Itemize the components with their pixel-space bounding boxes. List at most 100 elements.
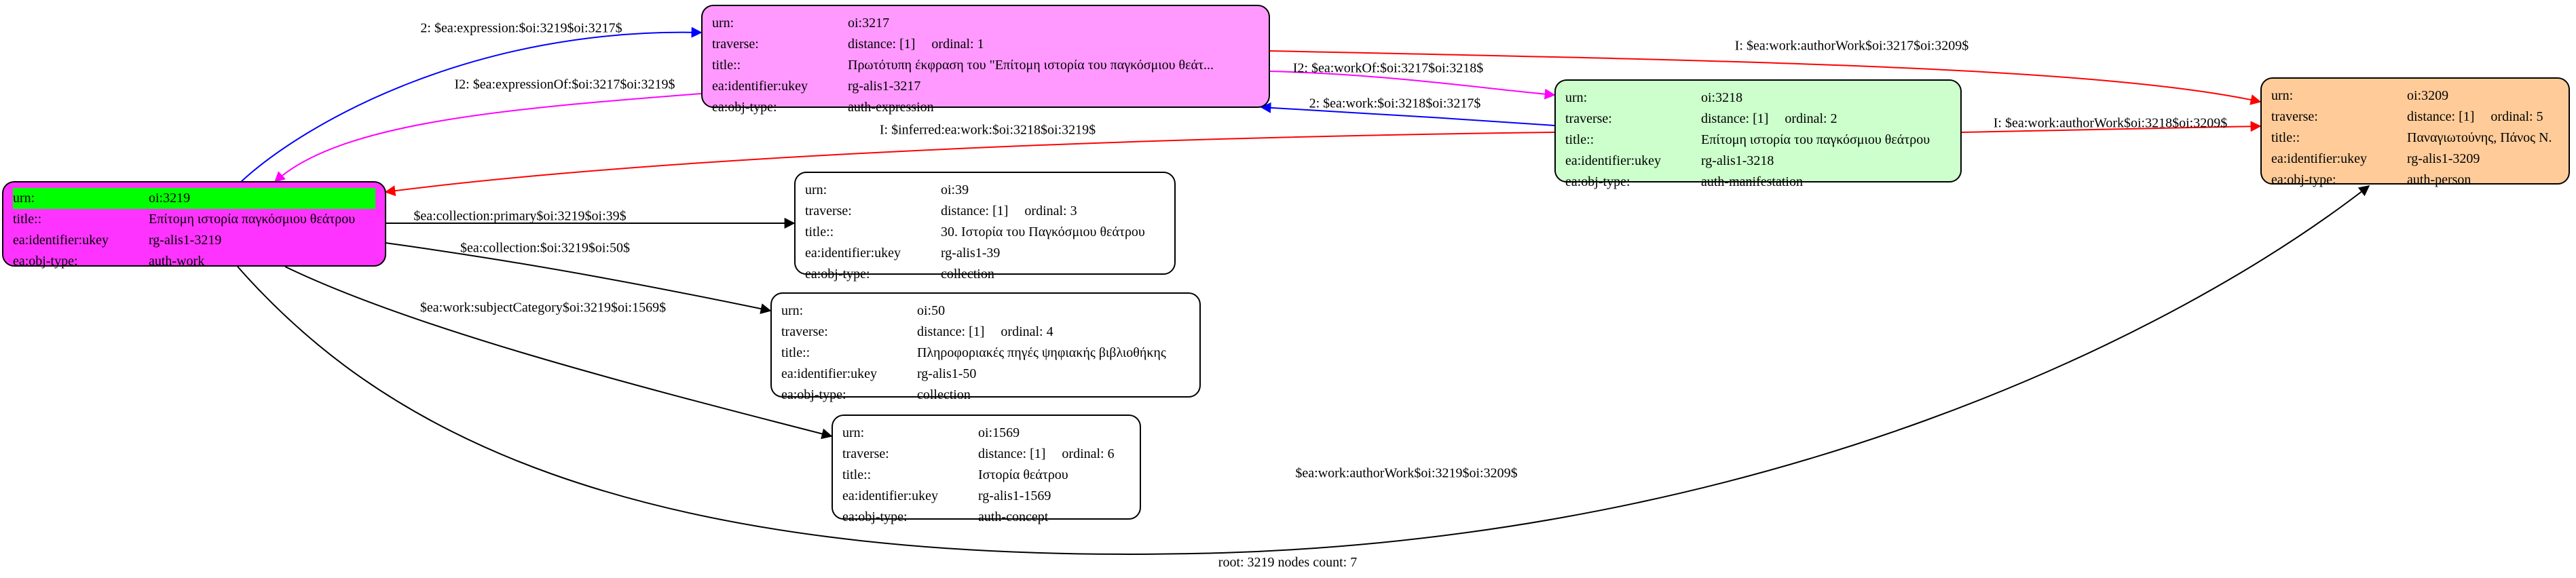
ukey-value: rg-alis1-3218	[1701, 153, 1774, 168]
urn-value: oi:1569	[978, 425, 1020, 440]
title-value: Παναγιωτούνης, Πάνος Ν.	[2407, 130, 2552, 145]
ukey-key: ea:identifier:ukey	[781, 366, 878, 381]
distance-value: distance: [1]	[2407, 109, 2475, 124]
graph-footer: root: 3219 nodes count: 7	[1218, 555, 1358, 570]
node-urn-row: urn: oi:3219	[13, 188, 375, 209]
edge-label-inferred-work: I: $inferred:ea:work:$oi:3218$oi:3219$	[879, 122, 1096, 138]
urn-value: oi:3219	[149, 188, 375, 209]
node-title-row: title:: Επίτομη ιστορία παγκόσμιου θεάτρ…	[13, 209, 375, 230]
node-title-row: title:: Ιστορία θεάτρου	[842, 465, 1130, 486]
type-value: collection	[941, 267, 994, 282]
node-title-row: title:: Πληροφοριακές πηγές ψηφιακής βιβ…	[781, 343, 1190, 364]
ukey-value: rg-alis1-3217	[848, 79, 921, 94]
node-urn-row: urn: oi:1569	[842, 423, 1130, 444]
node-type-row: ea:obj-type: auth-work	[13, 251, 375, 272]
node-3218[interactable]: urn: oi:3218 traverse: distance: [1]ordi…	[1554, 79, 1962, 189]
ukey-value: rg-alis1-39	[941, 246, 1001, 261]
distance-value: distance: [1]	[1701, 111, 1769, 126]
type-key: ea:obj-type:	[712, 100, 777, 115]
type-value: auth-manifestation	[1701, 174, 1803, 189]
node-type-row: ea:obj-type: auth-manifestation	[1565, 172, 1951, 193]
edge-expression-3219-3217	[240, 26, 703, 182]
edge-authorWork-3219-3209	[237, 185, 2370, 555]
node-39[interactable]: urn: oi:39 traverse: distance: [1]ordina…	[794, 172, 1176, 282]
node-urn-row: urn: oi:50	[781, 301, 1190, 322]
type-key: ea:obj-type:	[842, 509, 908, 524]
type-value: auth-person	[2407, 172, 2471, 187]
type-key: ea:obj-type:	[2271, 172, 2336, 187]
urn-value: oi:39	[941, 182, 969, 197]
node-type-row: ea:obj-type: auth-concept	[842, 507, 1130, 528]
node-3217[interactable]: urn: oi:3217 traverse: distance: [1]ordi…	[701, 5, 1270, 115]
ukey-key: ea:identifier:ukey	[842, 488, 939, 503]
ukey-key: ea:identifier:ukey	[805, 246, 901, 261]
title-key: title::	[712, 58, 741, 73]
edge-workOf-3217-3218	[1269, 71, 1556, 100]
urn-key: urn:	[805, 182, 827, 197]
edge-label-collection-primary: $ea:collection:primary$oi:3219$oi:39$	[413, 208, 627, 224]
edge-label-subjectCategory: $ea:work:subjectCategory$oi:3219$oi:1569…	[419, 300, 667, 315]
urn-value: oi:50	[917, 303, 946, 318]
type-value: auth-concept	[978, 509, 1049, 524]
title-value: Πληροφοριακές πηγές ψηφιακής βιβλιοθήκης	[917, 345, 1166, 360]
urn-value: oi:3218	[1701, 90, 1743, 105]
title-key: title::	[842, 467, 872, 482]
traverse-key: traverse:	[781, 324, 828, 339]
traverse-key: traverse:	[712, 37, 759, 52]
urn-key: urn:	[2271, 88, 2294, 103]
node-traverse-row: traverse: distance: [1]ordinal: 1	[712, 34, 1259, 55]
ukey-key: ea:identifier:ukey	[712, 79, 808, 94]
urn-value: oi:3217	[848, 16, 890, 31]
distance-value: distance: [1]	[941, 204, 1009, 218]
node-1569[interactable]: urn: oi:1569 traverse: distance: [1]ordi…	[832, 415, 1141, 524]
node-ukey-row: ea:identifier:ukey rg-alis1-3219	[13, 230, 375, 251]
ukey-key: ea:identifier:ukey	[2271, 151, 2368, 166]
title-value: Επίτομη ιστορία του παγκόσμιου θεάτρου	[1701, 132, 1930, 147]
node-traverse-row: traverse: distance: [1]ordinal: 6	[842, 444, 1130, 465]
edge-expressionOf-3217-3219	[274, 93, 702, 183]
node-root-3219[interactable]: urn: oi:3219 title:: Επίτομη ιστορία παγ…	[2, 181, 386, 269]
traverse-key: traverse:	[805, 204, 852, 218]
node-urn-row: urn: oi:3209	[2271, 85, 2559, 107]
urn-key: urn:	[1565, 90, 1588, 105]
traverse-key: traverse:	[2271, 109, 2318, 124]
node-traverse-row: traverse: distance: [1]ordinal: 2	[1565, 109, 1951, 130]
edge-label-work: 2: $ea:work:$oi:3218$oi:3217$	[1309, 96, 1481, 111]
ukey-value: rg-alis1-3219	[149, 233, 222, 248]
title-key: title::	[1565, 132, 1594, 147]
node-urn-row: urn: oi:3217	[712, 13, 1259, 34]
node-ukey-row: ea:identifier:ukey rg-alis1-39	[805, 243, 1165, 264]
urn-key: urn:	[13, 188, 149, 209]
urn-value: oi:3209	[2407, 88, 2449, 103]
node-3209[interactable]: urn: oi:3209 traverse: distance: [1] ordi…	[2260, 77, 2570, 187]
node-traverse-row: traverse: distance: [1]ordinal: 4	[781, 322, 1190, 343]
node-ukey-row: ea:identifier:ukey rg-alis1-3218	[1565, 151, 1951, 172]
node-ukey-row: ea:identifier:ukey rg-alis1-3209	[2271, 149, 2559, 170]
node-title-row: title:: Επίτομη ιστορία του παγκόσμιου θ…	[1565, 130, 1951, 151]
node-traverse-row: traverse: distance: [1] ordinal: 5	[2271, 107, 2559, 128]
type-key: ea:obj-type:	[781, 387, 846, 402]
node-50[interactable]: urn: oi:50 traverse: distance: [1]ordina…	[770, 292, 1201, 402]
ordinal-value: ordinal: 4	[1001, 324, 1053, 339]
node-ukey-row: ea:identifier:ukey rg-alis1-1569	[842, 486, 1130, 507]
title-key: title::	[781, 345, 810, 360]
node-urn-row: urn: oi:39	[805, 180, 1165, 201]
node-traverse-row: traverse: distance: [1]ordinal: 3	[805, 201, 1165, 222]
type-value: auth-expression	[848, 100, 934, 115]
node-urn-row: urn: oi:3218	[1565, 88, 1951, 109]
node-type-row: ea:obj-type: collection	[805, 264, 1165, 285]
edge-label-workOf: I2: $ea:workOf:$oi:3217$oi:3218$	[1292, 60, 1484, 76]
ordinal-value: ordinal: 2	[1785, 111, 1837, 126]
ukey-value: rg-alis1-1569	[978, 488, 1051, 503]
type-value: collection	[917, 387, 971, 402]
ordinal-value: ordinal: 5	[2490, 109, 2543, 124]
type-key: ea:obj-type:	[13, 254, 78, 269]
node-ukey-row: ea:identifier:ukey rg-alis1-3217	[712, 76, 1259, 97]
node-type-row: ea:obj-type: auth-person	[2271, 170, 2559, 191]
node-ukey-row: ea:identifier:ukey rg-alis1-50	[781, 364, 1190, 385]
edge-label-authorWork-3217: I: $ea:work:authorWork$oi:3217$oi:3209$	[1734, 38, 1969, 54]
title-key: title::	[2271, 130, 2300, 145]
edge-label-authorWork-3218: I: $ea:work:authorWork$oi:3218$oi:3209$	[1993, 115, 2228, 131]
title-key: title::	[13, 212, 42, 227]
